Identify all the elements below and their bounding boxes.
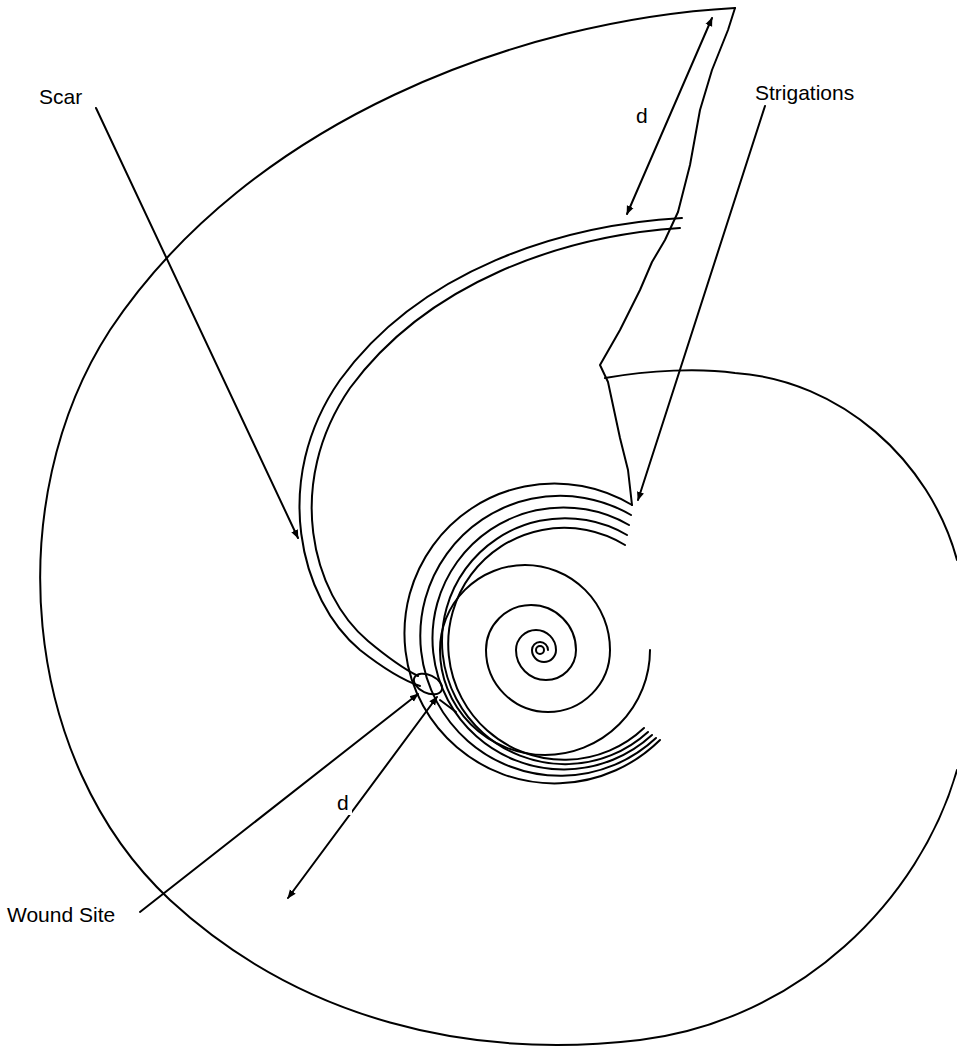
part-label: Wound Site	[4, 902, 118, 927]
part-label: Strigations	[752, 80, 857, 105]
shell-spiral	[440, 565, 650, 755]
leader-line	[96, 108, 298, 538]
strigation-line	[432, 507, 652, 769]
leader-line	[140, 694, 418, 912]
strigation-line	[442, 518, 648, 764]
strigation-line	[420, 496, 656, 776]
dimension-label: d	[334, 790, 352, 815]
extension-line	[440, 700, 456, 712]
dimension-line	[288, 697, 437, 898]
spiral-center	[536, 646, 544, 654]
inner-whorl-outline	[605, 370, 957, 560]
part-label: Scar	[36, 84, 85, 109]
dimension-label: d	[633, 103, 651, 128]
leader-line	[638, 106, 765, 500]
strigation-line	[448, 528, 644, 760]
scar-line	[312, 228, 680, 676]
scar-line	[300, 218, 682, 686]
outer-whorl-outline	[40, 8, 957, 1045]
broken-edge	[600, 8, 735, 505]
strigation-line	[404, 483, 660, 783]
dimension-line	[627, 18, 712, 214]
